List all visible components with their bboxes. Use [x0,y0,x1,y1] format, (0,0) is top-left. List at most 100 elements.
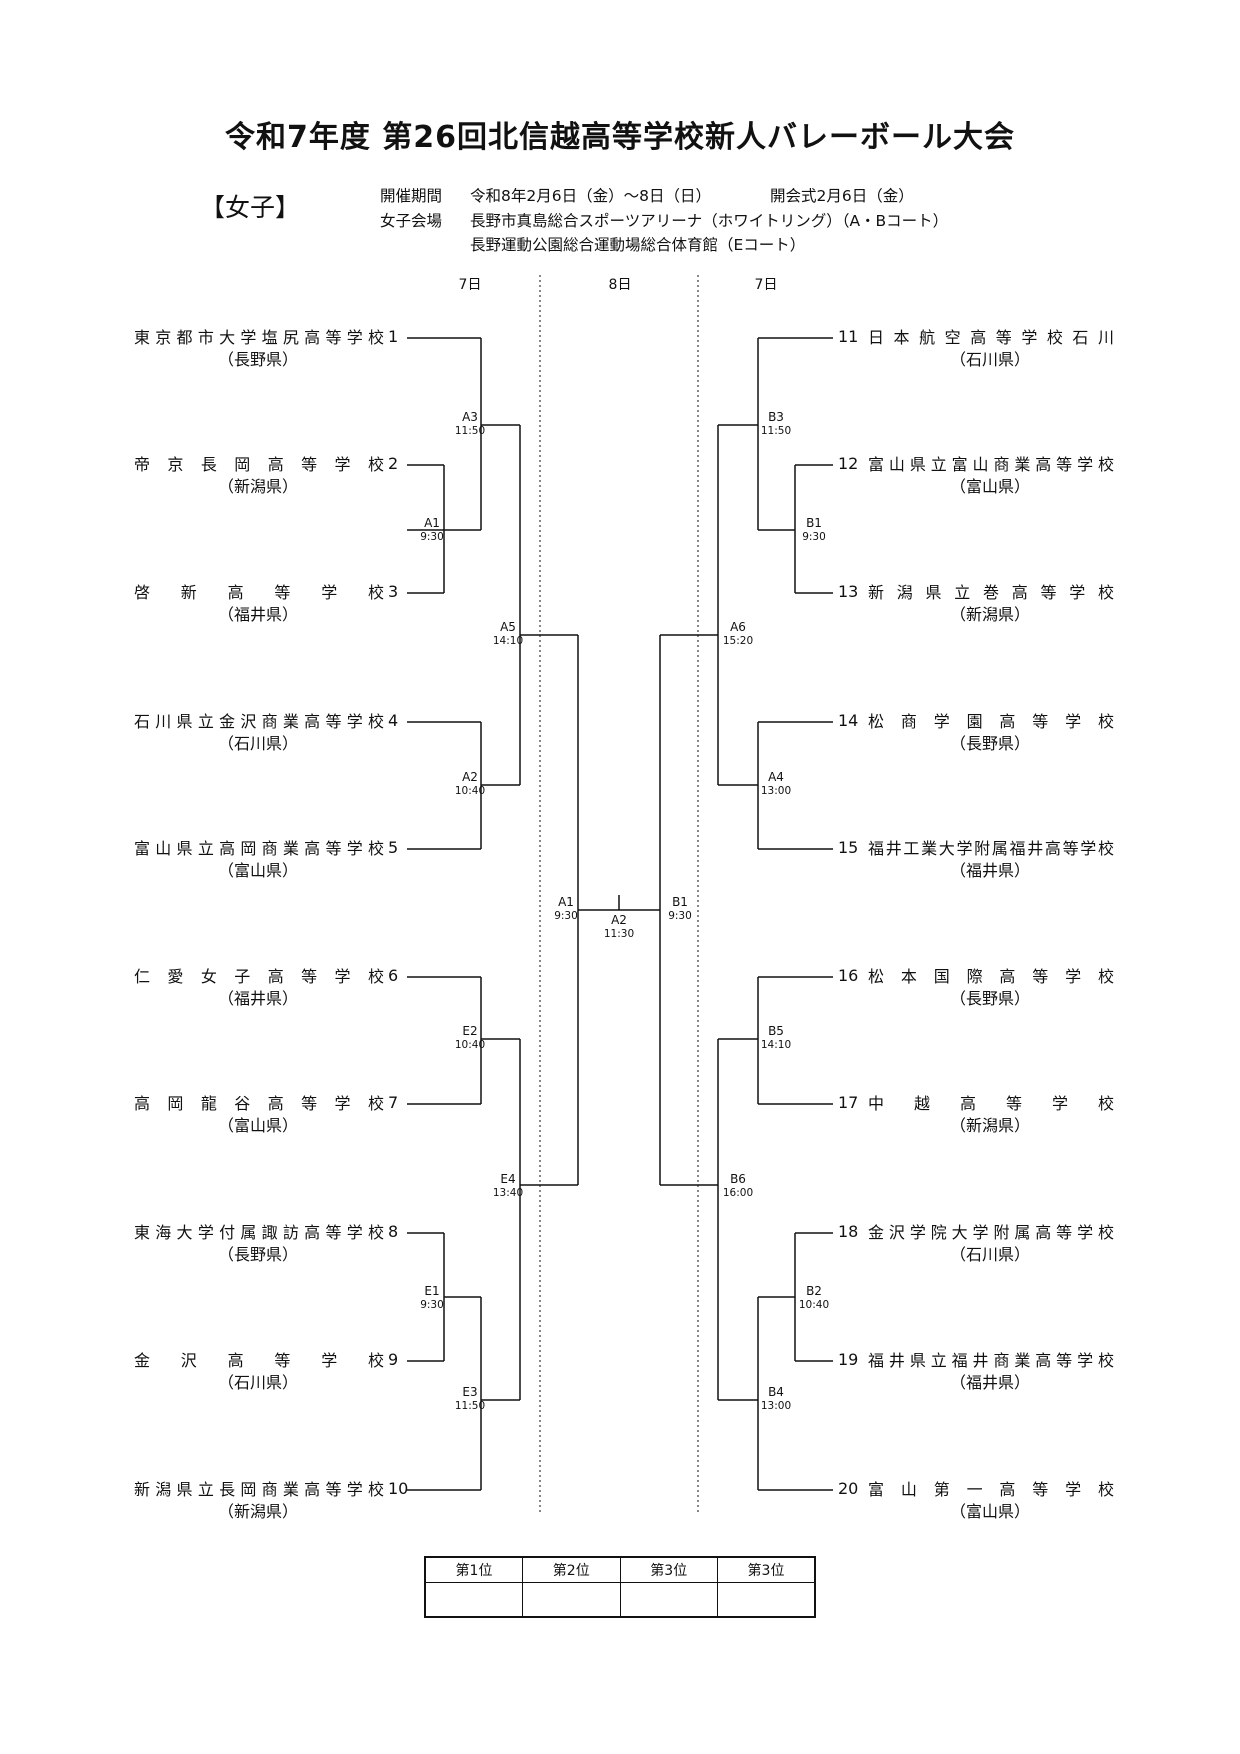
match-code: E2 [462,1024,478,1038]
right-team-prefecture: （福井県） [949,861,1030,880]
match-time: 16:00 [722,1187,754,1199]
match-code: B5 [768,1024,784,1038]
match-time: 14:10 [760,1039,792,1051]
match-code: B4 [768,1385,784,1399]
right-team-prefecture: （長野県） [949,989,1030,1008]
match-time: 9:30 [802,531,826,543]
right-team-number: 12 [838,454,859,473]
venue-label: 女子会場 [380,212,443,230]
opening-ceremony: 開会式2月6日（金） [770,187,914,205]
left-team-school: 金沢高等学校 [134,1351,384,1370]
right-team-prefecture: （新潟県） [949,605,1030,624]
match-code: A5 [500,620,516,634]
left-team-prefecture: （福井県） [217,605,298,624]
rank-2-cell [522,1582,621,1618]
left-team-prefecture: （新潟県） [217,477,298,496]
left-team-number: 5 [388,838,399,857]
match-code: B6 [730,1172,746,1186]
match-code: B1 [806,516,822,530]
match-code: E4 [500,1172,516,1186]
right-team-number: 11 [838,327,859,346]
left-team-prefecture: （富山県） [217,1116,298,1135]
match-time: 9:30 [420,531,444,543]
right-team-school: 日本航空高等学校石川 [868,328,1114,347]
match-code: A2 [462,770,478,784]
match-time: 11:50 [760,425,792,437]
rank-3a-header: 第3位 [619,1556,718,1583]
left-team-number: 10 [388,1479,409,1498]
match-code: A2 [611,913,627,927]
match-time: 9:30 [554,910,578,922]
right-team-number: 19 [838,1350,859,1369]
left-team-number: 4 [388,711,399,730]
match-code: E3 [462,1385,478,1399]
match-time: 14:10 [492,635,524,647]
rank-3b-header: 第3位 [717,1556,816,1583]
rank-3b-cell [717,1582,816,1618]
match-time: 9:30 [668,910,692,922]
right-team-prefecture: （福井県） [949,1373,1030,1392]
match-time: 11:50 [454,1400,486,1412]
right-team-prefecture: （富山県） [949,1502,1030,1521]
left-team-school: 東京都市大学塩尻高等学校 [134,328,384,347]
right-team-number: 18 [838,1222,859,1241]
left-team-prefecture: （富山県） [217,861,298,880]
left-team-number: 9 [388,1350,399,1369]
left-team-school: 新潟県立長岡商業高等学校 [134,1480,384,1499]
left-team-school: 啓新高等学校 [134,583,384,602]
right-team-number: 20 [838,1479,859,1498]
right-team-school: 松本国際高等学校 [868,967,1114,986]
right-team-prefecture: （石川県） [949,350,1030,369]
right-team-number: 16 [838,966,859,985]
match-code: B3 [768,410,784,424]
right-team-school: 中越高等学校 [868,1094,1114,1113]
right-team-prefecture: （富山県） [949,477,1030,496]
left-team-school: 帝京長岡高等学校 [134,455,384,474]
match-code: A1 [558,895,574,909]
left-team-prefecture: （石川県） [217,734,298,753]
right-team-number: 13 [838,582,859,601]
right-team-number: 17 [838,1093,859,1112]
left-team-school: 高岡龍谷高等学校 [134,1094,384,1113]
left-team-number: 6 [388,966,399,985]
match-time: 11:30 [603,928,635,940]
left-team-prefecture: （長野県） [217,350,298,369]
left-team-prefecture: （福井県） [217,989,298,1008]
right-team-number: 15 [838,838,859,857]
match-code: B2 [806,1284,822,1298]
results-table: 第1位 第2位 第3位 第3位 [424,1556,816,1618]
right-team-school: 新潟県立巻高等学校 [868,583,1114,602]
category-label: 【女子】 [200,193,301,222]
venue-primary: 長野市真島総合スポーツアリーナ（ホワイトリング）（A・Bコート） [470,212,949,230]
left-team-school: 石川県立金沢商業高等学校 [134,712,384,731]
left-team-number: 8 [388,1222,399,1241]
left-team-school: 仁愛女子高等学校 [134,967,384,986]
rank-1-header: 第1位 [424,1556,523,1583]
left-team-number: 1 [388,327,399,346]
day-label-left: 7日 [458,277,482,293]
left-team-number: 2 [388,454,399,473]
left-team-school: 富山県立高岡商業高等学校 [134,839,384,858]
left-team-prefecture: （石川県） [217,1373,298,1392]
right-team-school: 福井県立福井商業高等学校 [868,1351,1114,1370]
page-title: 令和7年度 第26回北信越高等学校新人バレーボール大会 [224,120,1016,155]
match-time: 10:40 [454,785,486,797]
right-team-school: 松商学園高等学校 [868,712,1114,731]
match-time: 13:00 [760,785,792,797]
match-time: 13:40 [492,1187,524,1199]
right-team-prefecture: （新潟県） [949,1116,1030,1135]
right-team-school: 富山第一高等学校 [868,1480,1114,1499]
